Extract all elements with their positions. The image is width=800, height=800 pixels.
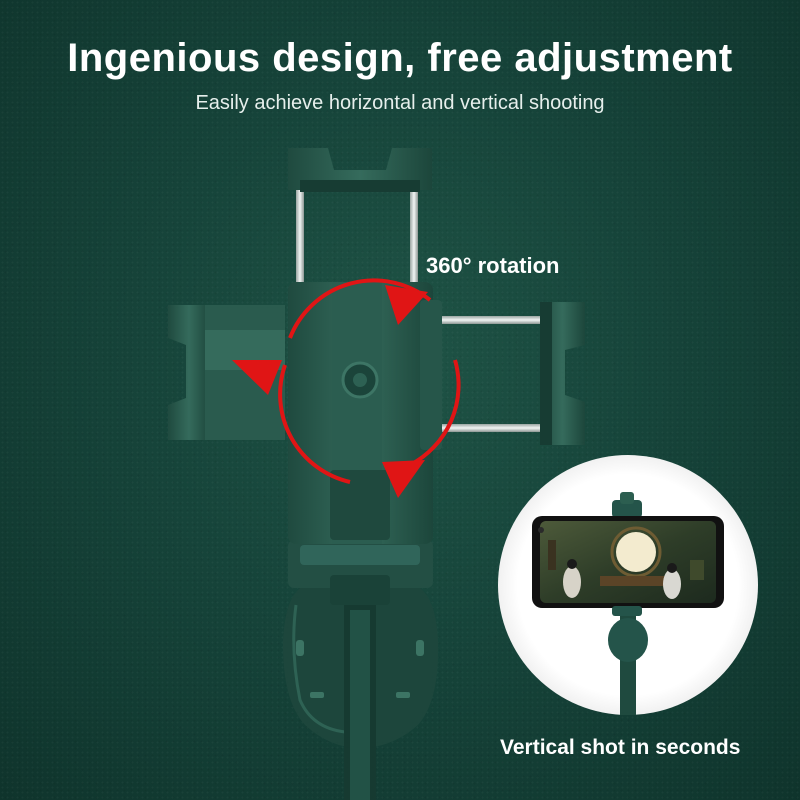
rotation-arrows — [232, 278, 461, 498]
neck-joint — [288, 540, 433, 605]
rod-top-left — [296, 180, 304, 290]
vertical-shot-inset — [498, 455, 758, 715]
arrow-head-left — [232, 360, 282, 395]
rod-right-top — [440, 316, 550, 324]
handle-base — [282, 580, 439, 800]
rod-top-right — [410, 180, 418, 290]
vertical-shot-callout: Vertical shot in seconds — [500, 736, 741, 759]
top-clamp — [288, 148, 432, 192]
arrow-head-bottom — [382, 460, 425, 498]
subheadline: Easily achieve horizontal and vertical s… — [195, 92, 605, 114]
arrow-head-top — [385, 285, 428, 325]
central-body — [288, 282, 442, 544]
right-clamp — [540, 302, 585, 445]
headline: Ingenious design, free adjustment — [67, 36, 733, 80]
rotation-callout: 360° rotation — [426, 253, 560, 278]
rod-right-bottom — [440, 424, 550, 432]
